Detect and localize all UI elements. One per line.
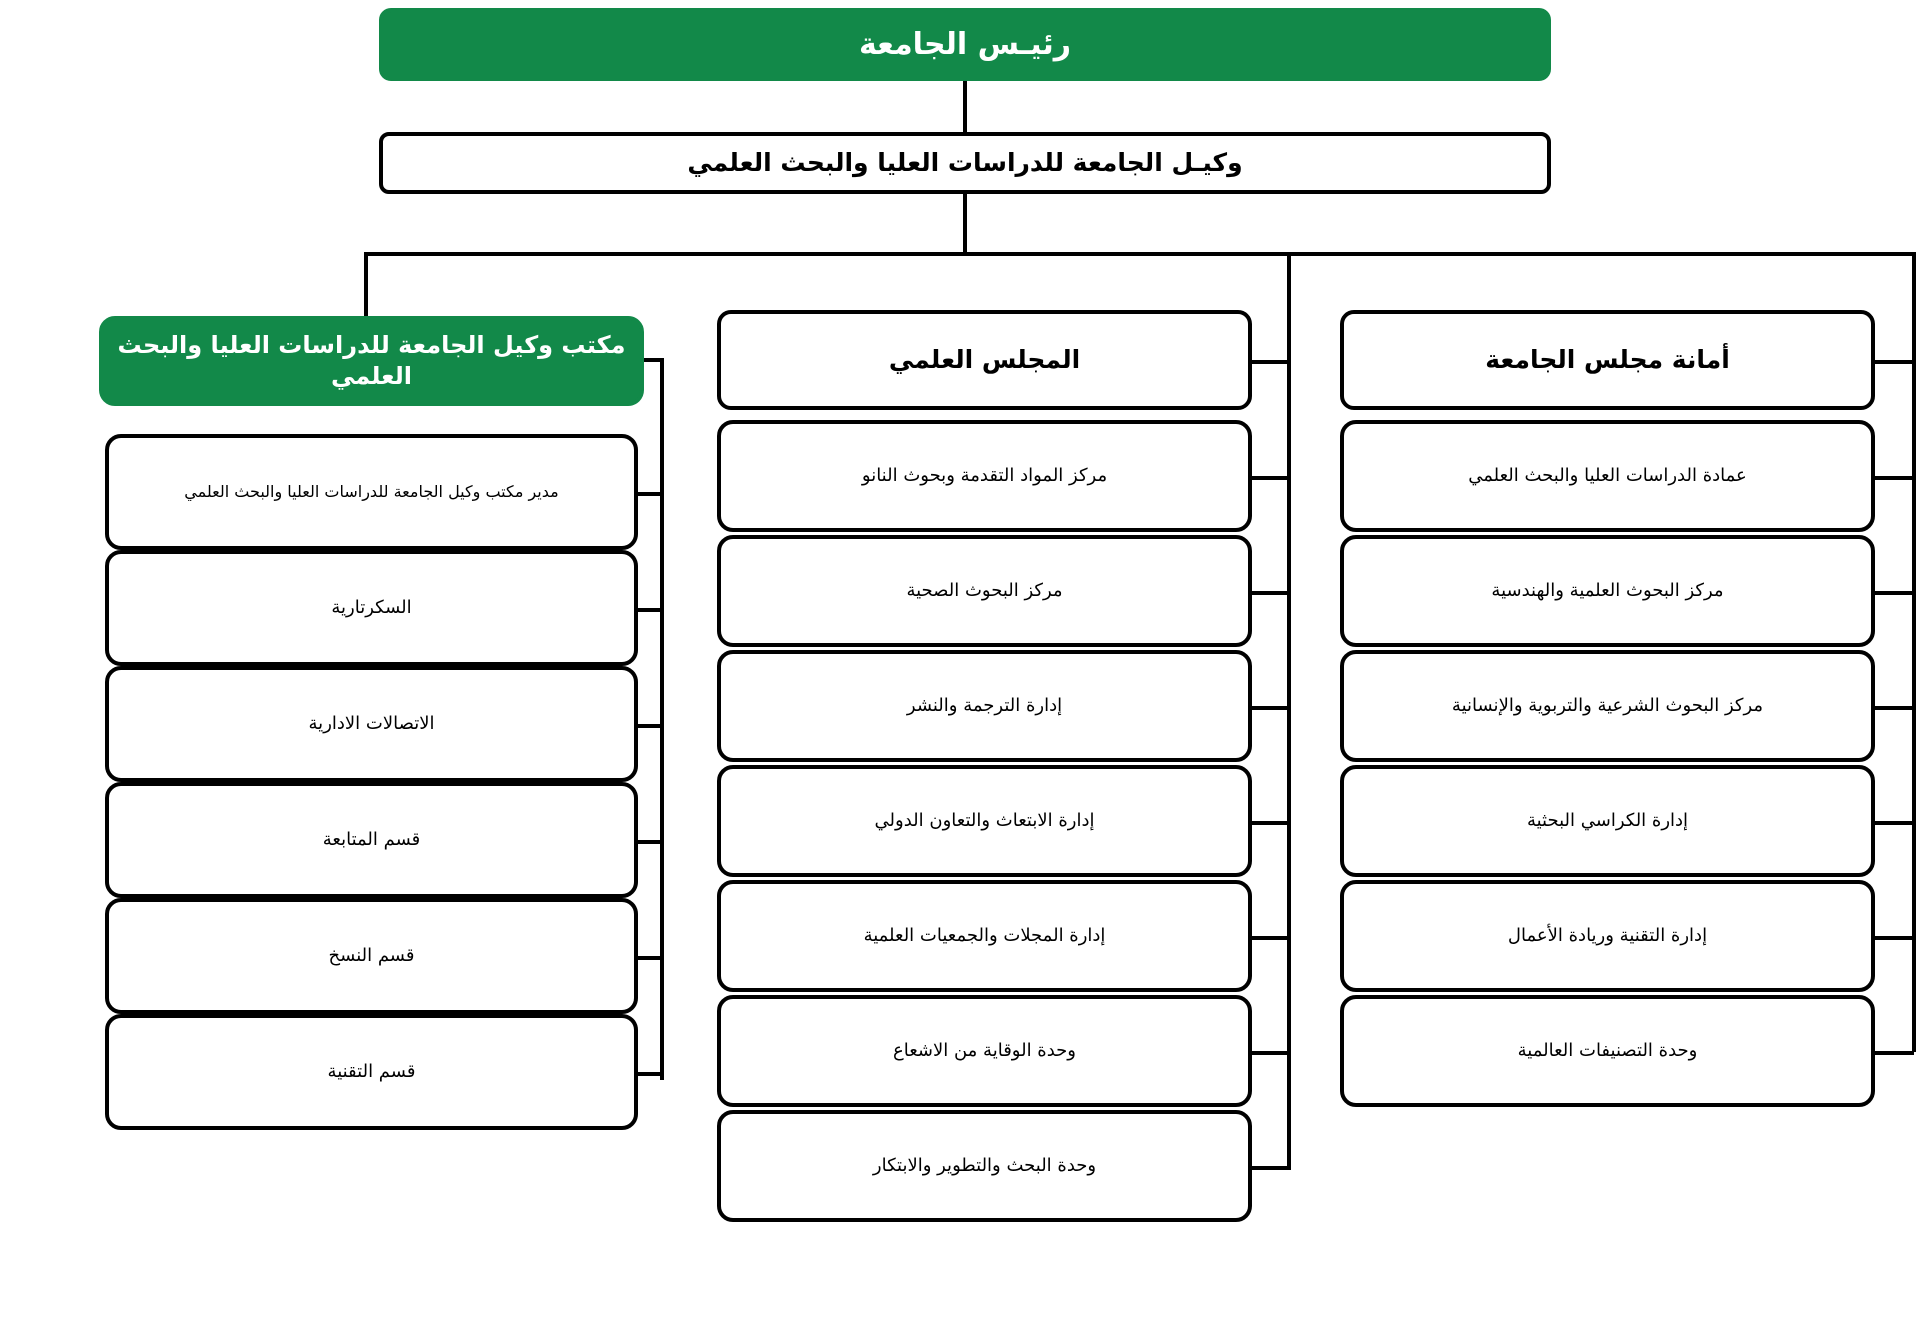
rib-left-0 — [638, 492, 664, 496]
node-university-council-secretariat[interactable]: أمانة مجلس الجامعة — [1340, 310, 1875, 410]
node-middle-item-6[interactable]: وحدة البحث والتطوير والابتكار — [717, 1110, 1252, 1222]
rib-right-4 — [1875, 936, 1914, 940]
rib-right-header — [1875, 360, 1914, 364]
rib-right-3 — [1875, 821, 1914, 825]
rib-right-0 — [1875, 476, 1914, 480]
rib-left-3 — [638, 840, 664, 844]
connector-bus-drop-right — [1912, 252, 1916, 366]
rib-mid-1 — [1252, 591, 1291, 595]
rib-right-5 — [1875, 1051, 1914, 1055]
rib-left-1 — [638, 608, 664, 612]
node-right-item-0[interactable]: عمادة الدراسات العليا والبحث العلمي — [1340, 420, 1875, 532]
node-middle-item-1[interactable]: مركز البحوث الصحية — [717, 535, 1252, 647]
node-right-item-5[interactable]: وحدة التصنيفات العالمية — [1340, 995, 1875, 1107]
spine-middle — [1287, 358, 1291, 1166]
rib-mid-header — [1252, 360, 1291, 364]
connector-vice-stem — [963, 194, 967, 252]
connector-bus-drop-middle — [1287, 252, 1291, 366]
node-right-item-1[interactable]: مركز البحوث العلمية والهندسية — [1340, 535, 1875, 647]
node-middle-item-3[interactable]: إدارة الابتعاث والتعاون الدولي — [717, 765, 1252, 877]
node-middle-item-0[interactable]: مركز المواد التقدمة وبحوث النانو — [717, 420, 1252, 532]
node-right-item-2[interactable]: مركز البحوث الشرعية والتربوية والإنسانية — [1340, 650, 1875, 762]
rib-mid-6 — [1252, 1166, 1291, 1170]
spine-left — [660, 358, 664, 1080]
connector-bus-drop-left — [364, 252, 368, 368]
rib-left-header — [638, 358, 664, 362]
node-vice-president-graduate-studies-research[interactable]: وكيـل الجامعة للدراسات العليا والبحث الع… — [379, 132, 1551, 194]
node-office-of-vice-president[interactable]: مكتب وكيل الجامعة للدراسات العليا والبحث… — [99, 316, 644, 406]
node-right-item-4[interactable]: إدارة التقنية وريادة الأعمال — [1340, 880, 1875, 992]
rib-mid-3 — [1252, 821, 1291, 825]
node-left-item-1[interactable]: السكرتارية — [105, 550, 638, 666]
rib-right-2 — [1875, 706, 1914, 710]
node-middle-item-4[interactable]: إدارة المجلات والجمعيات العلمية — [717, 880, 1252, 992]
node-left-item-0[interactable]: مدير مكتب وكيل الجامعة للدراسات العليا و… — [105, 434, 638, 550]
rib-mid-5 — [1252, 1051, 1291, 1055]
node-left-item-3[interactable]: قسم المتابعة — [105, 782, 638, 898]
node-right-item-3[interactable]: إدارة الكراسي البحثية — [1340, 765, 1875, 877]
node-university-president[interactable]: رئيـس الجامعة — [379, 8, 1551, 81]
rib-mid-2 — [1252, 706, 1291, 710]
rib-left-5 — [638, 1072, 664, 1076]
spine-right — [1912, 358, 1916, 1052]
connector-bus — [364, 252, 1916, 256]
node-middle-item-2[interactable]: إدارة الترجمة والنشر — [717, 650, 1252, 762]
node-middle-item-5[interactable]: وحدة الوقاية من الاشعاع — [717, 995, 1252, 1107]
node-left-item-4[interactable]: قسم النسخ — [105, 898, 638, 1014]
connector-root-to-vice — [963, 81, 967, 132]
rib-mid-4 — [1252, 936, 1291, 940]
node-scientific-council[interactable]: المجلس العلمي — [717, 310, 1252, 410]
rib-left-2 — [638, 724, 664, 728]
node-left-item-5[interactable]: قسم التقنية — [105, 1014, 638, 1130]
rib-mid-0 — [1252, 476, 1291, 480]
rib-left-4 — [638, 956, 664, 960]
node-left-item-2[interactable]: الاتصالات الادارية — [105, 666, 638, 782]
rib-right-1 — [1875, 591, 1914, 595]
